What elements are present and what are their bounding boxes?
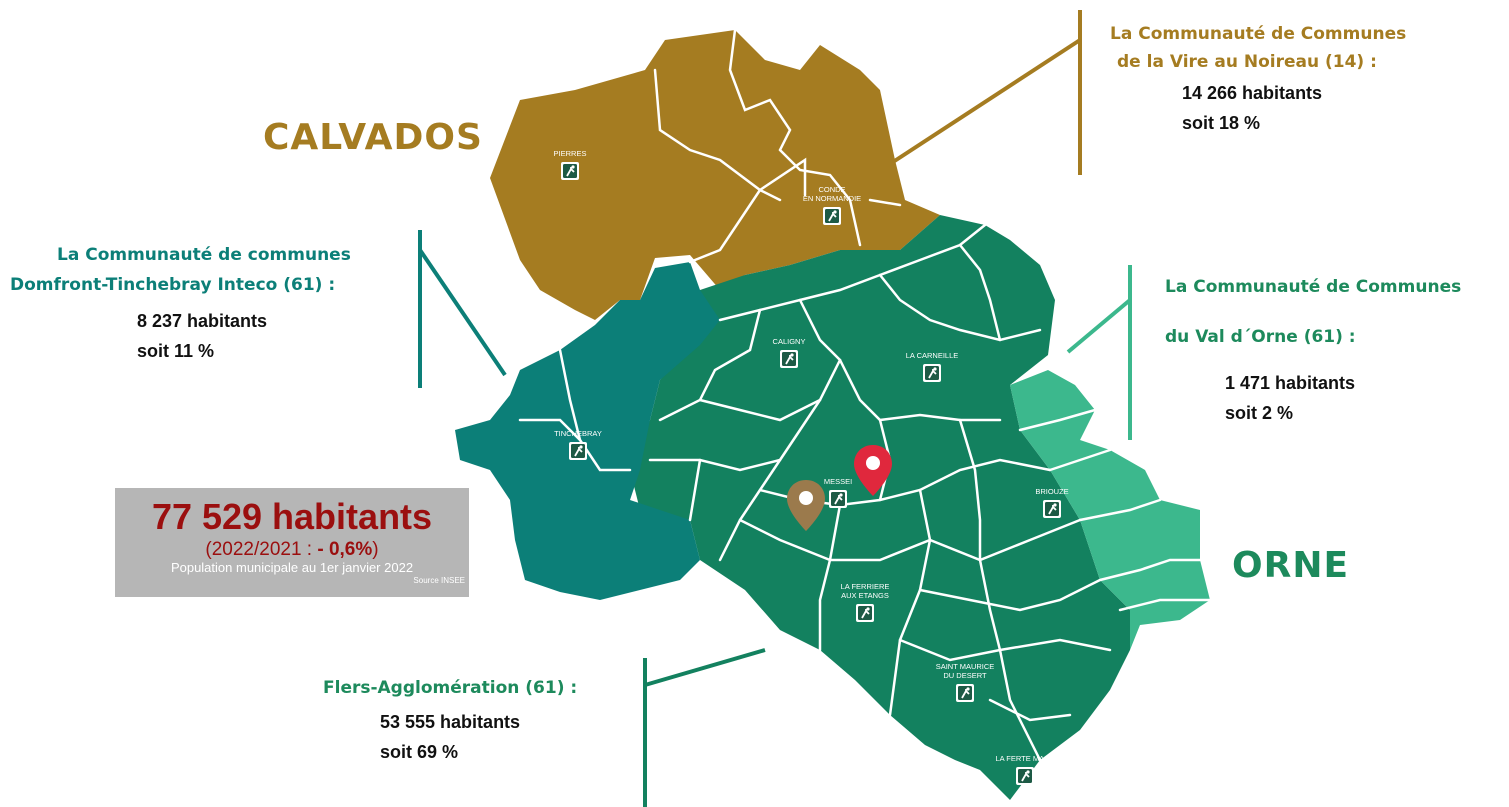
town-label: LA FERTE MACE bbox=[995, 754, 1054, 763]
town-label: TINCHEBRAY bbox=[554, 429, 602, 438]
sports-ground-icon[interactable] bbox=[780, 350, 798, 368]
community-val-orne-title-1: La Communauté de Communes bbox=[1165, 277, 1462, 297]
town-label: AUX ETANGS bbox=[841, 591, 889, 600]
region-flers bbox=[630, 215, 1130, 800]
population-source: Source INSEE bbox=[413, 576, 465, 585]
town-label: CONDE bbox=[818, 185, 845, 194]
brown-location-pin-icon[interactable] bbox=[785, 478, 827, 533]
total-population-box: 77 529 habitants (2022/2021 : - 0,6%) Po… bbox=[115, 488, 469, 597]
population-note: Population municipale au 1er janvier 202… bbox=[170, 560, 414, 575]
population-change: (2022/2021 : - 0,6%) bbox=[115, 539, 469, 561]
population-change-prefix: (2022/2021 : bbox=[205, 539, 318, 560]
sports-ground-icon[interactable] bbox=[823, 207, 841, 225]
sports-ground-icon[interactable] bbox=[561, 162, 579, 180]
sports-ground-icon[interactable] bbox=[923, 364, 941, 382]
community-vire-title-1: La Communauté de Communes bbox=[1110, 24, 1407, 44]
commune-boundaries bbox=[518, 28, 1212, 762]
town-label: SAINT MAURICE bbox=[936, 662, 995, 671]
community-domfront-population: 8 237 habitants bbox=[137, 311, 268, 331]
town-label: CALIGNY bbox=[773, 337, 806, 346]
community-flers-population: 53 555 habitants bbox=[380, 712, 521, 732]
community-val-orne-population: 1 471 habitants bbox=[1225, 373, 1356, 393]
sports-ground-icon[interactable] bbox=[1043, 500, 1061, 518]
total-population: 77 529 habitants bbox=[151, 496, 433, 537]
community-val-orne-title-2: du Val d´Orne (61) : bbox=[1165, 327, 1356, 347]
sports-ground-icon[interactable] bbox=[1016, 767, 1034, 785]
community-val-orne: La Communauté de Communes du Val d´Orne … bbox=[1165, 272, 1505, 428]
region-domfront bbox=[455, 262, 720, 600]
community-flers: Flers-Agglomération (61) : 53 555 habita… bbox=[323, 673, 643, 767]
town-label: DU DESERT bbox=[943, 671, 987, 680]
town-label: PIERRES bbox=[554, 149, 587, 158]
town-label: MESSEI bbox=[824, 477, 852, 486]
community-flers-share: soit 69 % bbox=[380, 742, 459, 762]
community-domfront-title-1: La Communauté de communes bbox=[57, 245, 351, 265]
department-label-calvados: CALVADOS bbox=[263, 117, 483, 158]
community-vire-population: 14 266 habitants bbox=[1182, 83, 1323, 103]
community-vire-share: soit 18 % bbox=[1182, 113, 1261, 133]
town-label: LA CARNEILLE bbox=[906, 351, 959, 360]
community-vire: La Communauté de Communes de la Vire au … bbox=[1110, 20, 1470, 138]
department-label-orne: ORNE bbox=[1232, 545, 1350, 586]
community-domfront: La Communauté de communes Domfront-Tinch… bbox=[10, 240, 410, 366]
sports-ground-icon[interactable] bbox=[956, 684, 974, 702]
red-location-pin-icon[interactable] bbox=[852, 443, 894, 498]
sports-ground-icon[interactable] bbox=[829, 490, 847, 508]
town-label: EN NORMANDIE bbox=[803, 194, 861, 203]
town-label: BRIOUZE bbox=[1035, 487, 1068, 496]
population-change-value: - 0,6% bbox=[317, 539, 373, 560]
community-domfront-title-2: Domfront-Tinchebray Inteco (61) : bbox=[10, 275, 336, 295]
community-domfront-share: soit 11 % bbox=[137, 341, 215, 361]
region-val-orne bbox=[1010, 370, 1210, 650]
sports-ground-icon[interactable] bbox=[856, 604, 874, 622]
region-calvados bbox=[490, 30, 940, 320]
sports-ground-icon[interactable] bbox=[569, 442, 587, 460]
community-val-orne-share: soit 2 % bbox=[1225, 403, 1294, 423]
community-flers-title: Flers-Agglomération (61) : bbox=[323, 678, 578, 698]
community-vire-title-2: de la Vire au Noireau (14) : bbox=[1117, 52, 1377, 72]
population-change-suffix: ) bbox=[372, 539, 379, 560]
town-label: LA FERRIERE bbox=[841, 582, 890, 591]
